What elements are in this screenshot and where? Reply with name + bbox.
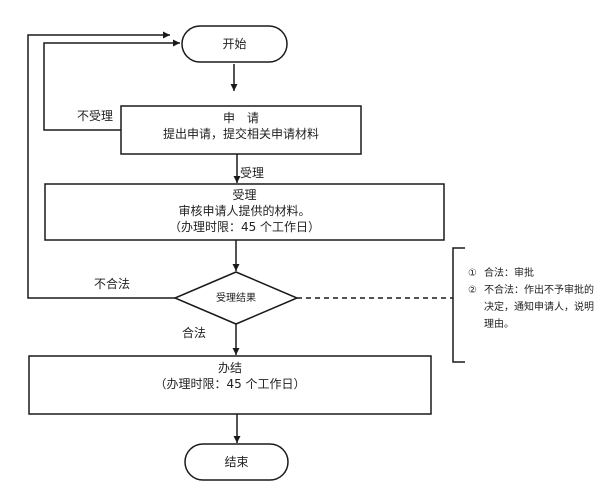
- note-item: ① 合法：审批: [468, 265, 600, 282]
- edge-illegal-loop: [27, 31, 175, 299]
- end-label: 结束: [224, 455, 249, 469]
- edge-label-accepted: 受理: [240, 166, 265, 180]
- end-terminator: [184, 443, 289, 481]
- decision-label: 受理结果: [216, 293, 256, 304]
- note-item: ② 不合法：作出不予审批的决定，通知申请人，说明理由。: [468, 282, 600, 333]
- decision-note: ① 合法：审批 ② 不合法：作出不予审批的决定，通知申请人，说明理由。: [468, 265, 600, 333]
- apply-box: [120, 105, 362, 155]
- edge-not-accepted-loop: [43, 39, 180, 131]
- note-bracket: [452, 247, 465, 363]
- note-number: ①: [468, 268, 477, 279]
- edge-label-illegal: 不合法: [94, 277, 131, 291]
- note-text: 合法：审批: [484, 268, 534, 279]
- accept-box: [44, 183, 445, 241]
- accept-body: 审核申请人提供的材料。: [178, 204, 311, 218]
- accept-title: 受理: [232, 188, 257, 202]
- complete-box: [28, 355, 432, 415]
- apply-body: 提出申请，提交相关申请材料: [162, 127, 319, 141]
- complete-title: 办结: [217, 361, 242, 375]
- note-number: ②: [468, 285, 477, 296]
- edge-label-legal: 合法: [182, 326, 207, 340]
- start-label: 开始: [222, 37, 247, 51]
- start-terminator: [181, 25, 288, 63]
- complete-time-limit: （办理时限：45 个工作日）: [154, 377, 306, 391]
- edge-label-not-accepted: 不受理: [77, 109, 114, 123]
- note-text: 不合法：作出不予审批的决定，通知申请人，说明理由。: [484, 285, 594, 330]
- apply-title: 申 请: [222, 111, 259, 125]
- accept-time-limit: （办理时限：45 个工作日）: [168, 220, 321, 234]
